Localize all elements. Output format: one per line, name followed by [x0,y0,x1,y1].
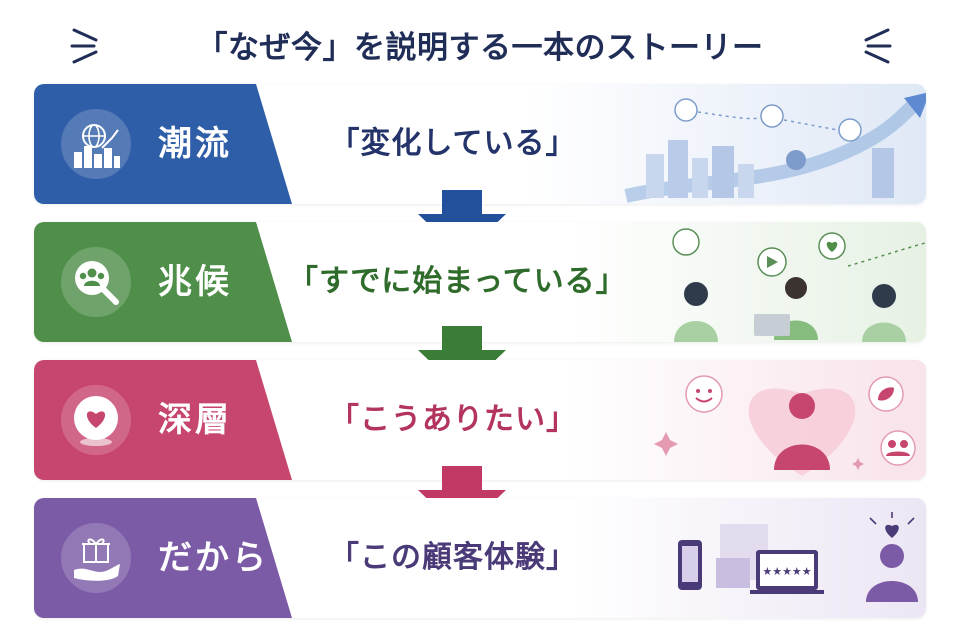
page-title: 「なぜ今」を説明する一本のストーリー [196,30,764,66]
story-step-sign: 兆候 「すでに始まっている」 [34,222,926,342]
step-quote: 「すでに始まっている」 [288,264,627,299]
aspiration-heart-illustration [654,375,916,476]
trend-city-illustration [624,92,926,203]
people-magnifier-icon [61,247,131,317]
step-quote: 「こうありたい」 [329,402,577,437]
step-label: 潮流 [158,124,232,164]
step-quote: 「この顧客体験」 [329,540,577,575]
customer-experience-illustration: ★★★★★ [678,512,918,602]
step-quote: 「変化している」 [329,126,577,161]
globe-city-icon [61,109,131,179]
down-arrow-icon [418,326,506,392]
sparkle-lines-left-icon [70,28,98,64]
step-label: だから [158,538,269,578]
story-step-trend: 潮流 「変化している」 [34,84,926,204]
sparkle-lines-right-icon [864,28,892,64]
title-area: 「なぜ今」を説明する一本のストーリー [0,14,960,74]
story-step-deep: 深層 「こうありたい」 [34,360,926,480]
people-devices-illustration [672,228,926,342]
review-stars: ★★★★★ [762,565,811,578]
story-step-therefore: だから 「この顧客体験」 ★★★★★ [34,498,926,618]
gift-hand-icon [61,523,131,593]
heart-icon [61,385,131,455]
step-label: 兆候 [158,262,232,302]
step-label: 深層 [158,400,232,440]
step-background [34,498,926,618]
step-background [34,222,926,342]
step-background [34,84,926,204]
